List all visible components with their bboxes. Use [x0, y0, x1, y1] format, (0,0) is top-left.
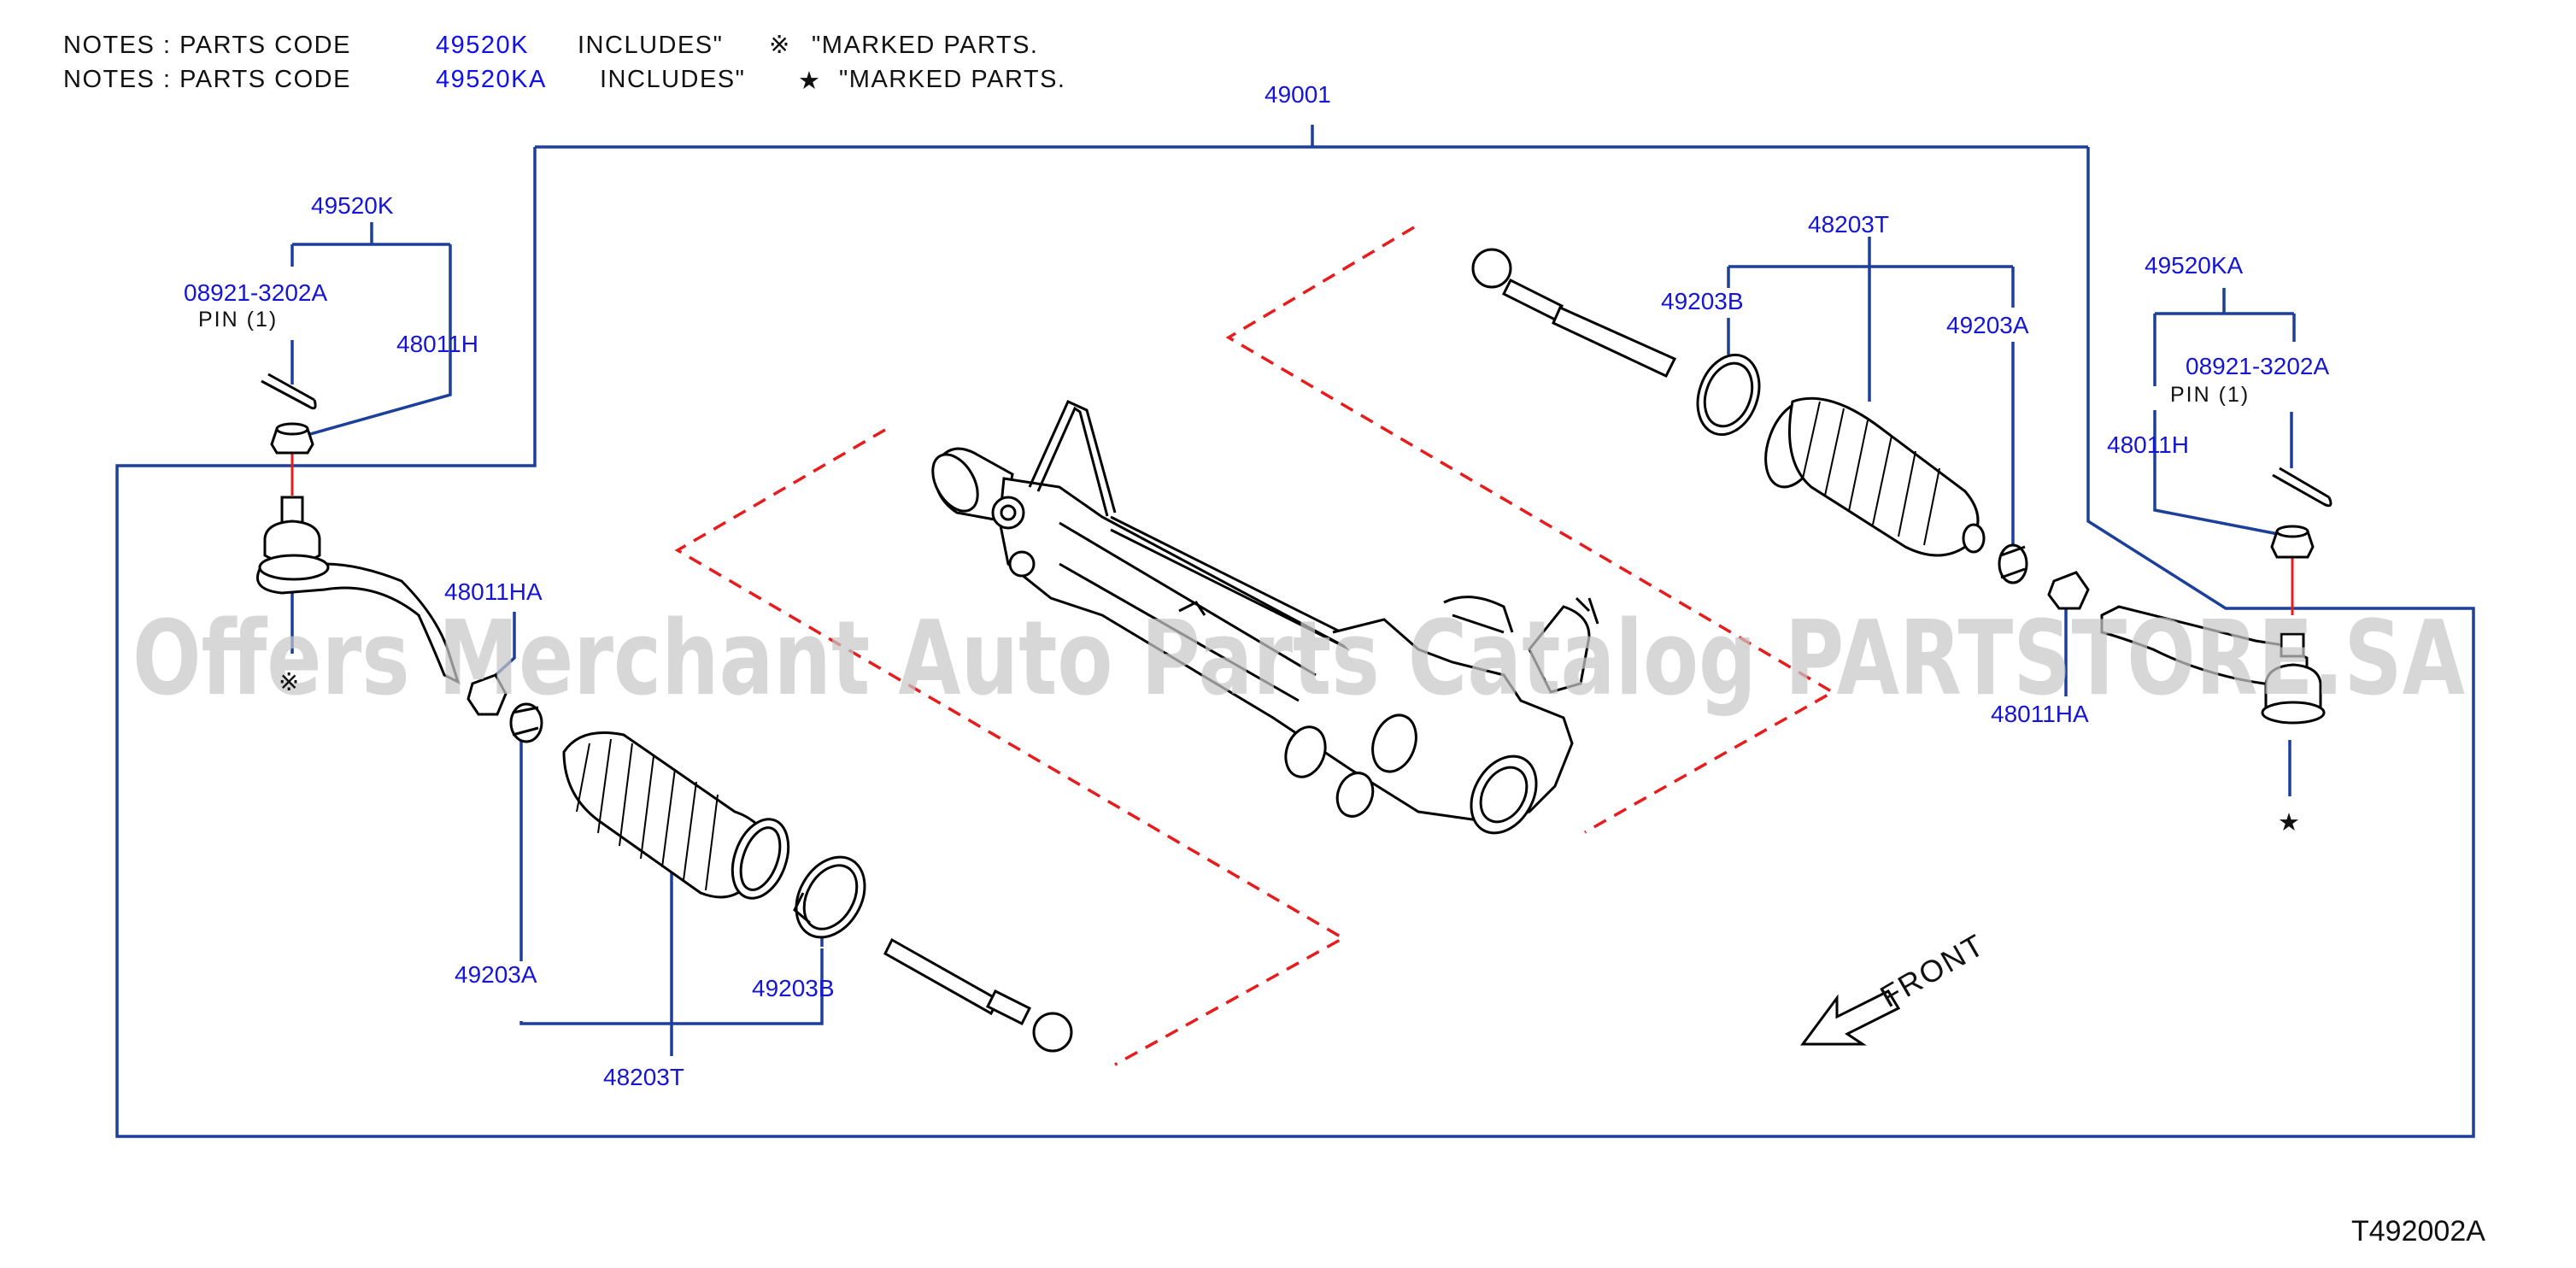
front-arrow-icon	[1800, 989, 1901, 1046]
left-tie-rod-group	[674, 428, 1347, 1066]
watermark: Offers Merchant Auto Parts Catalog PARTS…	[132, 600, 2465, 719]
right-hex-nut[interactable]	[2047, 571, 2090, 610]
right-mark: ★	[2278, 809, 2302, 837]
label-right-pin-code[interactable]: 08921-3202A	[2186, 353, 2329, 379]
note-1-includes: INCLUDES"	[578, 32, 723, 59]
right-tie-rod-group	[1225, 226, 1836, 834]
label-left-clamp-b[interactable]: 49203B	[752, 975, 835, 1001]
left-hex-nut[interactable]	[466, 673, 508, 716]
right-boot-leader	[1727, 237, 2015, 402]
label-left-clamp-a[interactable]: 49203A	[455, 961, 537, 988]
label-right-nut[interactable]: 48011HA	[1991, 701, 2089, 727]
right-tie-rod-end[interactable]	[2100, 605, 2326, 725]
label-assembly[interactable]: 49001	[1265, 81, 1331, 108]
label-left-pin-text: PIN (1)	[198, 308, 278, 332]
note-2-symbol: ★	[798, 68, 822, 95]
leader-lines	[290, 222, 2296, 1056]
right-kit-leader	[2153, 288, 2296, 538]
right-castle-nut[interactable]	[2270, 525, 2315, 559]
part-labels: 49001 49520K 08921-3202A PIN (1) 48011H …	[184, 81, 2329, 1090]
label-left-pin-code[interactable]: 08921-3202A	[184, 279, 327, 306]
label-left-nut[interactable]: 48011HA	[444, 578, 543, 605]
left-clamp-a[interactable]	[509, 702, 543, 743]
left-boot[interactable]	[562, 731, 799, 907]
left-kit-leader	[290, 222, 452, 437]
label-right-boot[interactable]: 48203T	[1808, 211, 1889, 238]
right-boot[interactable]	[1755, 394, 1986, 557]
left-mark: ※	[279, 669, 301, 696]
label-left-tie-rod-end[interactable]: 48011H	[396, 331, 478, 357]
note-1-suffix: "MARKED PARTS.	[812, 32, 1039, 59]
note-1-symbol: ※	[769, 32, 791, 59]
steering-rack-housing[interactable]	[924, 400, 1599, 845]
left-nut-leader	[492, 612, 516, 678]
left-clamp-b[interactable]	[783, 845, 878, 950]
assembly-frame	[115, 125, 2475, 1138]
label-right-tie-rod-end[interactable]: 48011H	[2107, 431, 2189, 458]
left-tie-rod-end[interactable]	[256, 496, 461, 684]
note-1-prefix: NOTES : PARTS CODE	[63, 32, 351, 59]
dashed-groups	[674, 226, 1836, 1066]
label-right-clamp-a[interactable]: 49203A	[1946, 312, 2029, 338]
diagram-id: T492002A	[2351, 1215, 2485, 1247]
right-cotter-pin[interactable]	[2272, 467, 2332, 508]
front-arrow: FRONT	[1800, 926, 1992, 1046]
label-right-clamp-b[interactable]: 49203B	[1661, 288, 1744, 314]
left-castle-nut[interactable]	[270, 422, 314, 455]
assembly-frame-outline	[115, 125, 2475, 1138]
left-cotter-pin[interactable]	[261, 373, 317, 410]
right-clamp-b[interactable]	[1687, 346, 1770, 443]
front-label: FRONT	[1875, 926, 1992, 1013]
note-2-code[interactable]: 49520KA	[436, 66, 547, 93]
note-1-code[interactable]: 49520K	[436, 32, 529, 59]
label-left-kit[interactable]: 49520K	[311, 192, 394, 219]
left-boot-leader	[519, 737, 824, 1056]
right-inner-tie-rod[interactable]	[1471, 248, 1677, 378]
label-right-kit[interactable]: 49520KA	[2145, 252, 2244, 279]
notes: NOTES : PARTS CODE 49520K INCLUDES" ※ "M…	[63, 32, 1066, 95]
left-inner-tie-rod[interactable]	[883, 937, 1073, 1053]
note-2-suffix: "MARKED PARTS.	[839, 66, 1066, 93]
right-clamp-a[interactable]	[1998, 543, 2028, 584]
label-right-pin-text: PIN (1)	[2170, 383, 2250, 407]
note-2-includes: INCLUDES"	[600, 66, 745, 93]
label-left-boot[interactable]: 48203T	[603, 1064, 684, 1090]
note-2-prefix: NOTES : PARTS CODE	[63, 66, 351, 93]
